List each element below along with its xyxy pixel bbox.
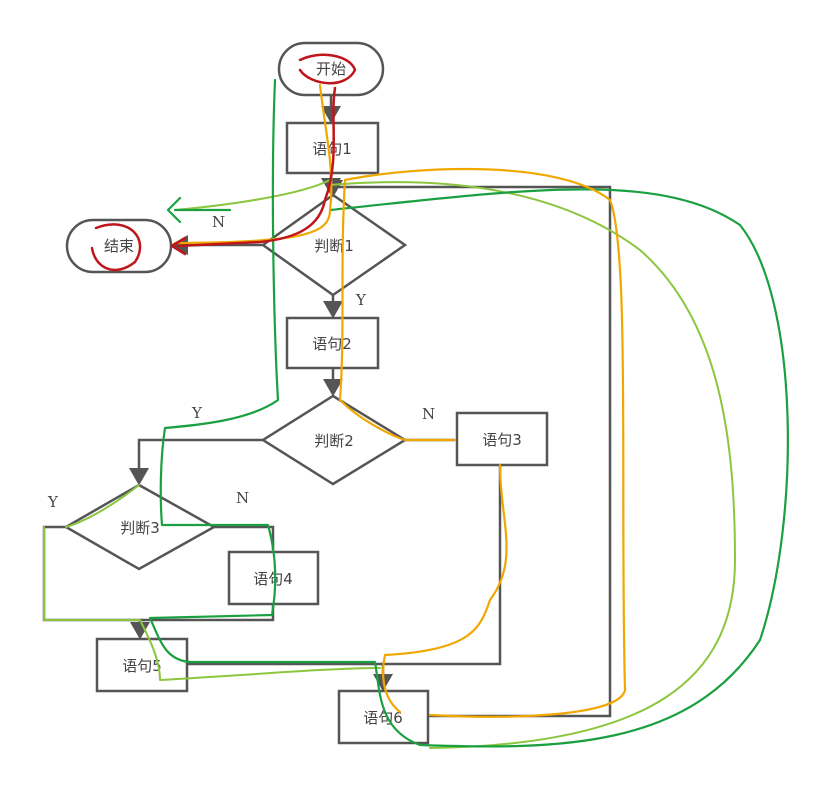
light-green-trace [43,179,736,749]
decision-3-yes-label: Y [47,493,59,511]
decision-2-no-label: N [422,405,435,423]
statement-6-label: 语句6 [363,709,403,727]
trace-annotations [43,53,789,749]
statement-3-label: 语句3 [482,431,522,449]
orange-trace [173,83,627,718]
statement-4-label: 语句4 [253,570,293,588]
end-label: 结束 [104,237,134,255]
decision-2-diamond [260,394,408,486]
start-label: 开始 [316,60,346,78]
statement-3-box [455,411,549,467]
decision-3-diamond [63,483,217,571]
decision-1-no-label: N [212,213,225,231]
statement-2-label: 语句2 [312,335,352,353]
decision-1-label: 判断1 [314,237,354,255]
flowchart-shapes [63,41,549,745]
statement-5-label: 语句5 [122,657,162,675]
decision-2-yes-label: Y [191,404,203,422]
red-trace [90,53,357,272]
decision-3-label: 判断3 [120,519,160,537]
edge-labels: N Y Y N Y N [47,213,435,511]
statement-6-box [337,689,430,745]
decision-2-label: 判断2 [314,432,354,450]
decision-3-no-label: N [236,489,249,507]
statement-1-label: 语句1 [312,140,352,158]
green-trace [148,78,789,748]
statement-5-box [95,637,189,693]
decision-1-yes-label: Y [355,291,367,309]
node-labels: 开始 结束 语句1 判断1 语句2 判断2 语句3 判断3 语句4 语句5 语句… [104,60,522,727]
